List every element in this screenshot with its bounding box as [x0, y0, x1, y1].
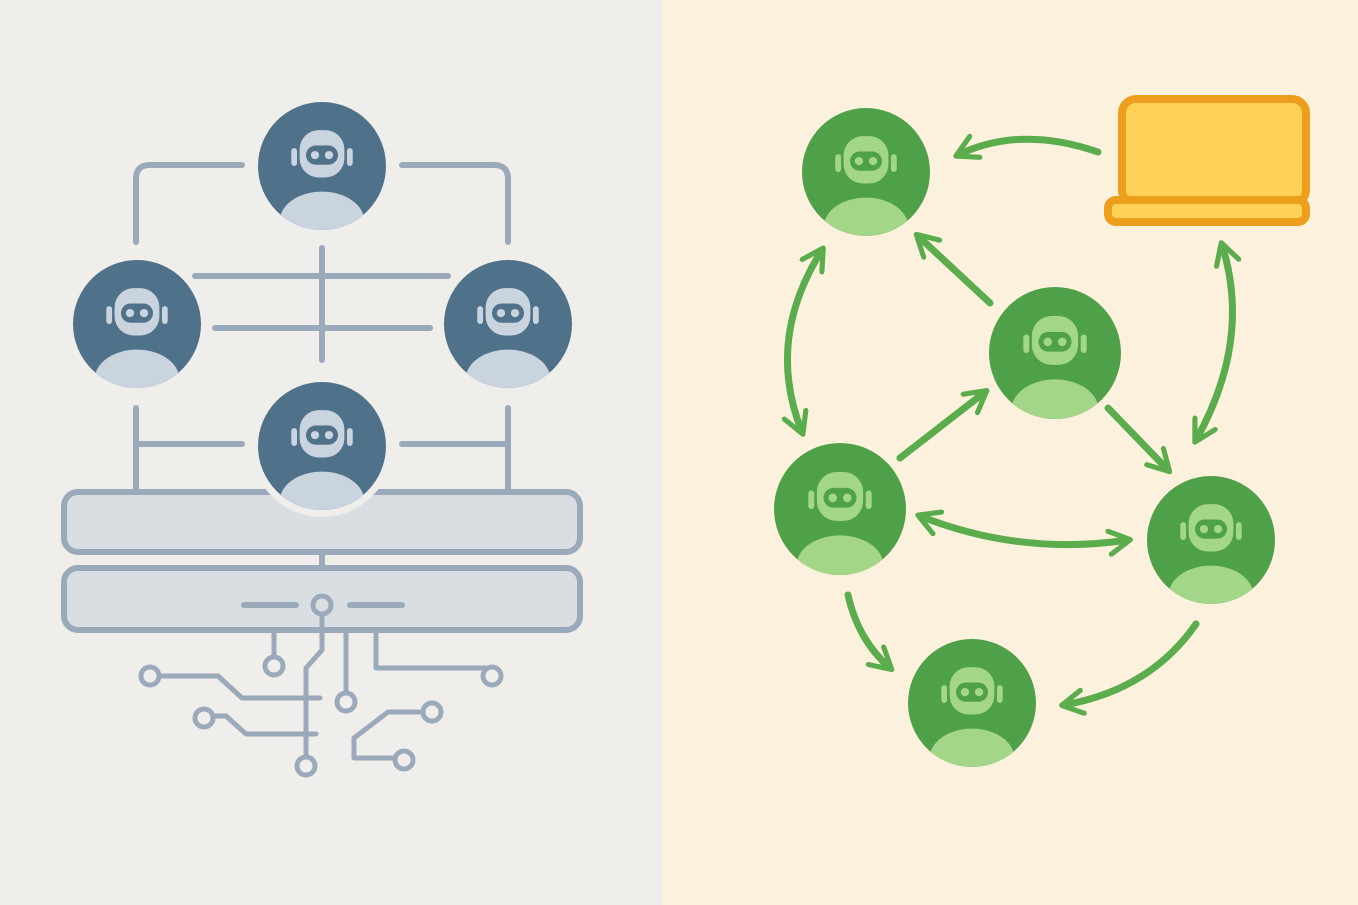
circuit-traces-icon	[138, 611, 504, 778]
network-diagram	[662, 0, 1358, 905]
network-node-left	[767, 436, 913, 582]
network-agent-nodes	[767, 101, 1282, 774]
link-right-to-bottom	[1064, 620, 1200, 705]
network-node-center	[982, 280, 1128, 426]
top-left-bracket	[133, 162, 245, 245]
link-left-right	[920, 516, 1128, 545]
hierarchy-node-bottom-center	[251, 375, 393, 517]
link-top-left-left	[787, 250, 822, 432]
hierarchy-node-top	[251, 95, 393, 237]
hierarchy-agent-nodes	[66, 95, 579, 517]
link-left-to-bottom	[844, 591, 890, 668]
link-center-to-right	[1104, 404, 1168, 470]
hierarchy-node-middle-left	[66, 253, 208, 395]
hierarchy-diagram	[0, 0, 662, 905]
hierarchical-agents-panel	[0, 0, 662, 905]
network-node-right	[1140, 469, 1282, 611]
bar-port	[310, 593, 334, 617]
link-left-to-center	[896, 392, 985, 462]
top-right-bracket	[399, 162, 511, 245]
hierarchy-base	[61, 489, 583, 633]
laptop-icon	[1104, 95, 1310, 226]
hierarchy-node-middle-right	[437, 253, 579, 395]
link-laptop-to-top-left	[958, 139, 1102, 155]
link-laptop-right	[1196, 245, 1232, 440]
network-node-bottom	[901, 632, 1043, 774]
networked-agents-panel	[662, 0, 1358, 905]
network-node-top-left	[795, 101, 937, 243]
link-center-to-top-left	[918, 236, 994, 307]
network-links	[787, 139, 1232, 705]
